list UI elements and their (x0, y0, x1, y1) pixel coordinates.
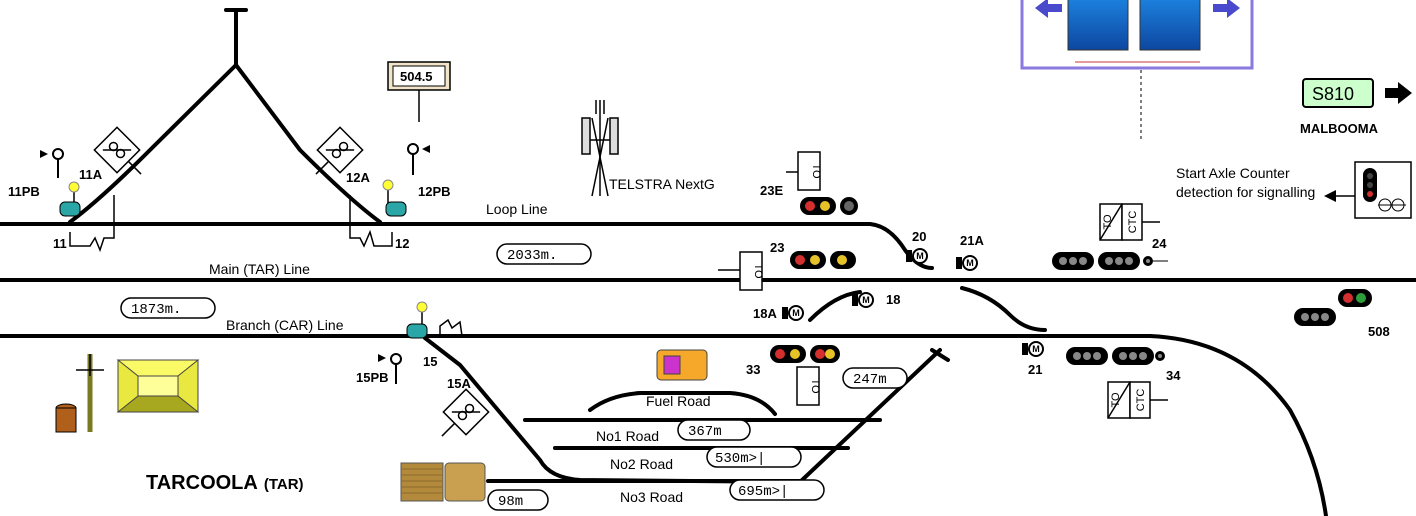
point-11: 11 (53, 236, 67, 251)
branch-length: 1873m. (131, 302, 181, 318)
station-name-text: TARCOOLA (146, 472, 258, 494)
distance-labels: 2033m. 1873m. 247m 367m 530m>| 695m>| 98… (131, 248, 887, 510)
signal-23-label: 23 (770, 240, 784, 255)
branch-curve-east (1150, 336, 1326, 516)
axle-counter-line1: Start Axle Counter (1176, 165, 1290, 181)
station-code-text: (TAR) (264, 476, 304, 493)
point-12a: 12A (346, 170, 370, 185)
signal-18a-label: 18A (753, 306, 777, 321)
next-section-id: S810 (1312, 84, 1354, 104)
spur-west (70, 65, 236, 222)
to-tag-34: TO (1110, 392, 1122, 408)
spur-east (236, 65, 380, 222)
loop-line-label: Loop Line (486, 201, 548, 217)
next-section-name: MALBOOMA (1300, 121, 1379, 136)
point-11pb: 11PB (8, 184, 40, 199)
to-tag-23e: TO (810, 163, 822, 179)
svg-text:TARCOOLA(TAR): TARCOOLA (TAR) (146, 472, 304, 494)
station-building-icon (118, 360, 198, 412)
no1-road-label: No1 Road (596, 428, 659, 444)
signal-508-label: 508 (1368, 324, 1390, 339)
distance-pills (121, 244, 907, 510)
signal-21-label: 21 (1028, 362, 1042, 377)
fuel-depot-icon (657, 350, 707, 380)
fuel-length: 247m (853, 372, 887, 388)
signal-21a-label: 21A (960, 233, 984, 248)
point-12pb: 12PB (418, 184, 451, 199)
point-12: 12 (395, 236, 409, 251)
loop-length: 2033m. (507, 248, 557, 264)
signal-24 (1052, 252, 1168, 270)
no2-road-label: No2 Road (610, 456, 673, 472)
signal-24-label: 24 (1152, 236, 1167, 251)
point-15pb: 15PB (356, 370, 389, 385)
goods-shed-icon (401, 463, 485, 501)
signal-23 (790, 251, 856, 269)
fuel-road-label: Fuel Road (646, 393, 711, 409)
telstra-label: TELSTRA NextG (609, 176, 715, 192)
dual-monitor-panel (1022, 0, 1252, 142)
no1-length: 367m (688, 424, 722, 440)
signal-34-label: 34 (1166, 368, 1181, 383)
to-tag-24: TO (1102, 214, 1114, 230)
signal-23e (800, 197, 858, 215)
no3-road-label: No3 Road (620, 489, 683, 505)
no2-length: 530m>| (715, 451, 765, 467)
to-tag-33: TO (809, 378, 821, 394)
svg-text:M: M (966, 258, 974, 268)
signal-18-label: 18 (886, 292, 900, 307)
signal-20-label: 20 (912, 229, 926, 244)
water-tank-icon (56, 354, 104, 432)
svg-text:M: M (862, 295, 870, 305)
km-post-label: 504.5 (400, 69, 433, 84)
axle-counter-line2: detection for signalling (1176, 184, 1315, 200)
crossover-21 (962, 288, 1045, 330)
no3-end-length: 695m>| (738, 484, 788, 500)
station-name: TARCOOLA (TAR) (146, 472, 304, 494)
point-15: 15 (423, 354, 437, 369)
ctc-tag-34: CTC (1135, 389, 1147, 412)
ctc-tag-24: CTC (1127, 211, 1139, 234)
signal-34 (1066, 347, 1165, 365)
svg-text:M: M (792, 308, 800, 318)
svg-text:M: M (916, 251, 924, 261)
point-11a: 11A (79, 167, 103, 182)
svg-text:M: M (1032, 344, 1040, 354)
branch-line-label: Branch (CAR) Line (226, 317, 344, 333)
to-tag-23: TO (752, 263, 764, 279)
signal-508 (1294, 289, 1372, 326)
signal-23e-label: 23E (760, 183, 783, 198)
main-line-label: Main (TAR) Line (209, 261, 310, 277)
axle-counter-icon (1324, 162, 1411, 218)
tag-boxes (718, 152, 1168, 418)
point-motors (60, 180, 427, 338)
signal-33-label: 33 (746, 362, 760, 377)
no3-start-length: 98m (498, 494, 523, 510)
point-15a: 15A (447, 376, 471, 391)
signal-33 (770, 345, 840, 363)
